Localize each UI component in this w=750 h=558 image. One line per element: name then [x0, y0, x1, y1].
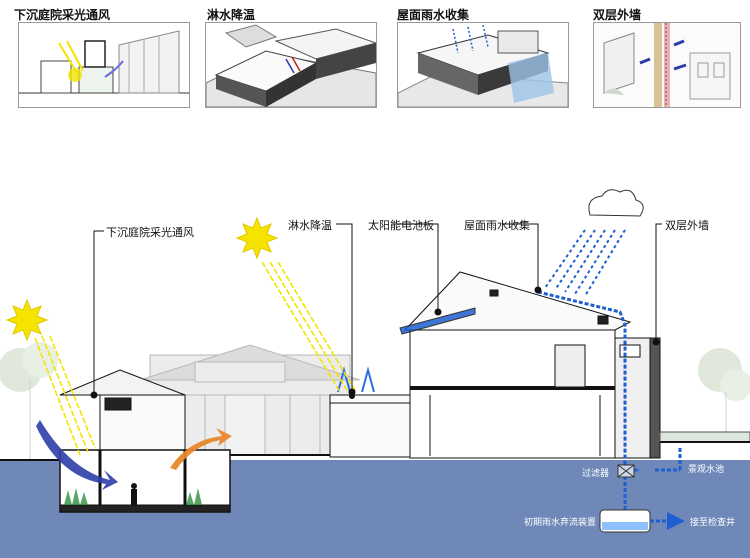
label-pond: 景观水池: [688, 465, 725, 475]
thumb-title-courtyard: 下沉庭院采光通风: [14, 8, 111, 22]
thumbnail-rain[interactable]: [397, 22, 569, 108]
thumbnail-courtyard[interactable]: [18, 22, 190, 108]
left-section-building: [0, 369, 330, 513]
label-diverter: 初期雨水弃流装置: [524, 518, 597, 528]
callout-courtyard: 下沉庭院采光通风: [106, 226, 194, 239]
sun-icon: [5, 216, 279, 342]
callout-rain: 屋面雨水收集: [464, 219, 530, 232]
double-wall: [614, 337, 661, 459]
thumbnail-double-wall[interactable]: [593, 22, 741, 108]
right-main-building: [399, 271, 632, 459]
label-manhole: 接至检查井: [690, 518, 736, 528]
tree-right: [698, 348, 750, 435]
courtyard-plants: [64, 488, 202, 505]
wind-arrow-orange: [170, 428, 232, 470]
thumb-title-double-wall: 双层外墙: [593, 8, 642, 22]
label-filter: 过滤器: [582, 469, 610, 479]
spray-pavilion: [329, 394, 411, 458]
landscape-platform: [659, 431, 750, 443]
sun-rays: [34, 261, 357, 456]
rain-cloud-icon: [588, 189, 644, 217]
callout-solar: 太阳能电池板: [368, 219, 434, 232]
wind-arrow-blue: [36, 420, 118, 490]
callout-spray: 淋水降温: [288, 219, 332, 232]
rain-lines: [544, 229, 626, 297]
callout-leader-lines: [90, 223, 662, 399]
thumb-title-rain: 屋面雨水收集: [397, 8, 470, 22]
thumbnail-spray[interactable]: [205, 22, 377, 108]
thumb-title-spray: 淋水降温: [207, 8, 256, 22]
callout-double-wall: 双层外墙: [665, 219, 709, 232]
tree-left: [0, 342, 58, 460]
